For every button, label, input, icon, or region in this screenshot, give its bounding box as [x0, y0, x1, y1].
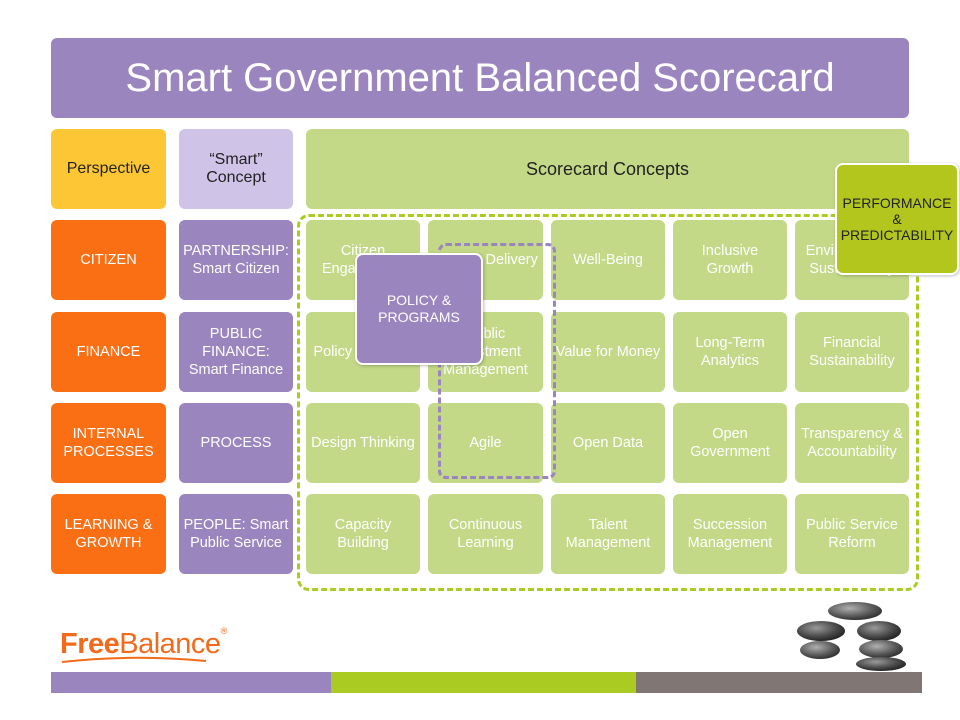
cell-succession-management: Succession Management	[673, 494, 787, 574]
cell-inclusive-growth: Inclusive Growth	[673, 220, 787, 300]
page-title: Smart Government Balanced Scorecard	[51, 38, 909, 118]
logo-swoosh-icon	[61, 656, 207, 663]
cell-long-term-analytics: Long-Term Analytics	[673, 312, 787, 392]
row-concept-people: PEOPLE: Smart Public Service	[179, 494, 293, 574]
row-label-citizen: CITIZEN	[51, 220, 166, 300]
cell-value-for-money: Value for Money	[551, 312, 665, 392]
header-smart-concept: “Smart” Concept	[179, 129, 293, 209]
logo-registered-mark: ®	[220, 626, 228, 636]
row-concept-citizen: PARTNERSHIP: Smart Citizen	[179, 220, 293, 300]
header-scorecard-concepts: Scorecard Concepts	[306, 129, 909, 209]
logo-text-free: Free	[60, 627, 120, 660]
cell-continuous-learning: Continuous Learning	[428, 494, 543, 574]
logo-text-balance: Balance	[119, 627, 221, 660]
cell-public-service-reform: Public Service Reform	[795, 494, 909, 574]
cell-open-government: Open Government	[673, 403, 787, 483]
policy-programs-callout: POLICY & PROGRAMS	[355, 253, 483, 365]
cell-design-thinking: Design Thinking	[306, 403, 420, 483]
cell-well-being: Well-Being	[551, 220, 665, 300]
performance-predictability-callout: PERFORMANCE & PREDICTABILITY	[835, 163, 959, 275]
cell-financial-sustainability: Financial Sustainability	[795, 312, 909, 392]
cell-capacity-building: Capacity Building	[306, 494, 420, 574]
footer-bar-purple	[51, 672, 331, 693]
cell-agile: Agile	[428, 403, 543, 483]
row-label-learning-growth: LEARNING & GROWTH	[51, 494, 166, 574]
cell-talent-management: Talent Management	[551, 494, 665, 574]
row-concept-process: PROCESS	[179, 403, 293, 483]
stacked-stones-icon	[797, 602, 906, 671]
header-perspective: Perspective	[51, 129, 166, 209]
cell-transparency-accountability: Transparency & Accountability	[795, 403, 909, 483]
cell-open-data: Open Data	[551, 403, 665, 483]
row-label-internal-processes: INTERNAL PROCESSES	[51, 403, 166, 483]
row-concept-finance: PUBLIC FINANCE: Smart Finance	[179, 312, 293, 392]
scorecard-group-outline	[297, 214, 919, 591]
footer-bar-green	[331, 672, 636, 693]
row-label-finance: FINANCE	[51, 312, 166, 392]
footer-color-bar	[51, 672, 922, 693]
footer-bar-gray	[636, 672, 922, 693]
